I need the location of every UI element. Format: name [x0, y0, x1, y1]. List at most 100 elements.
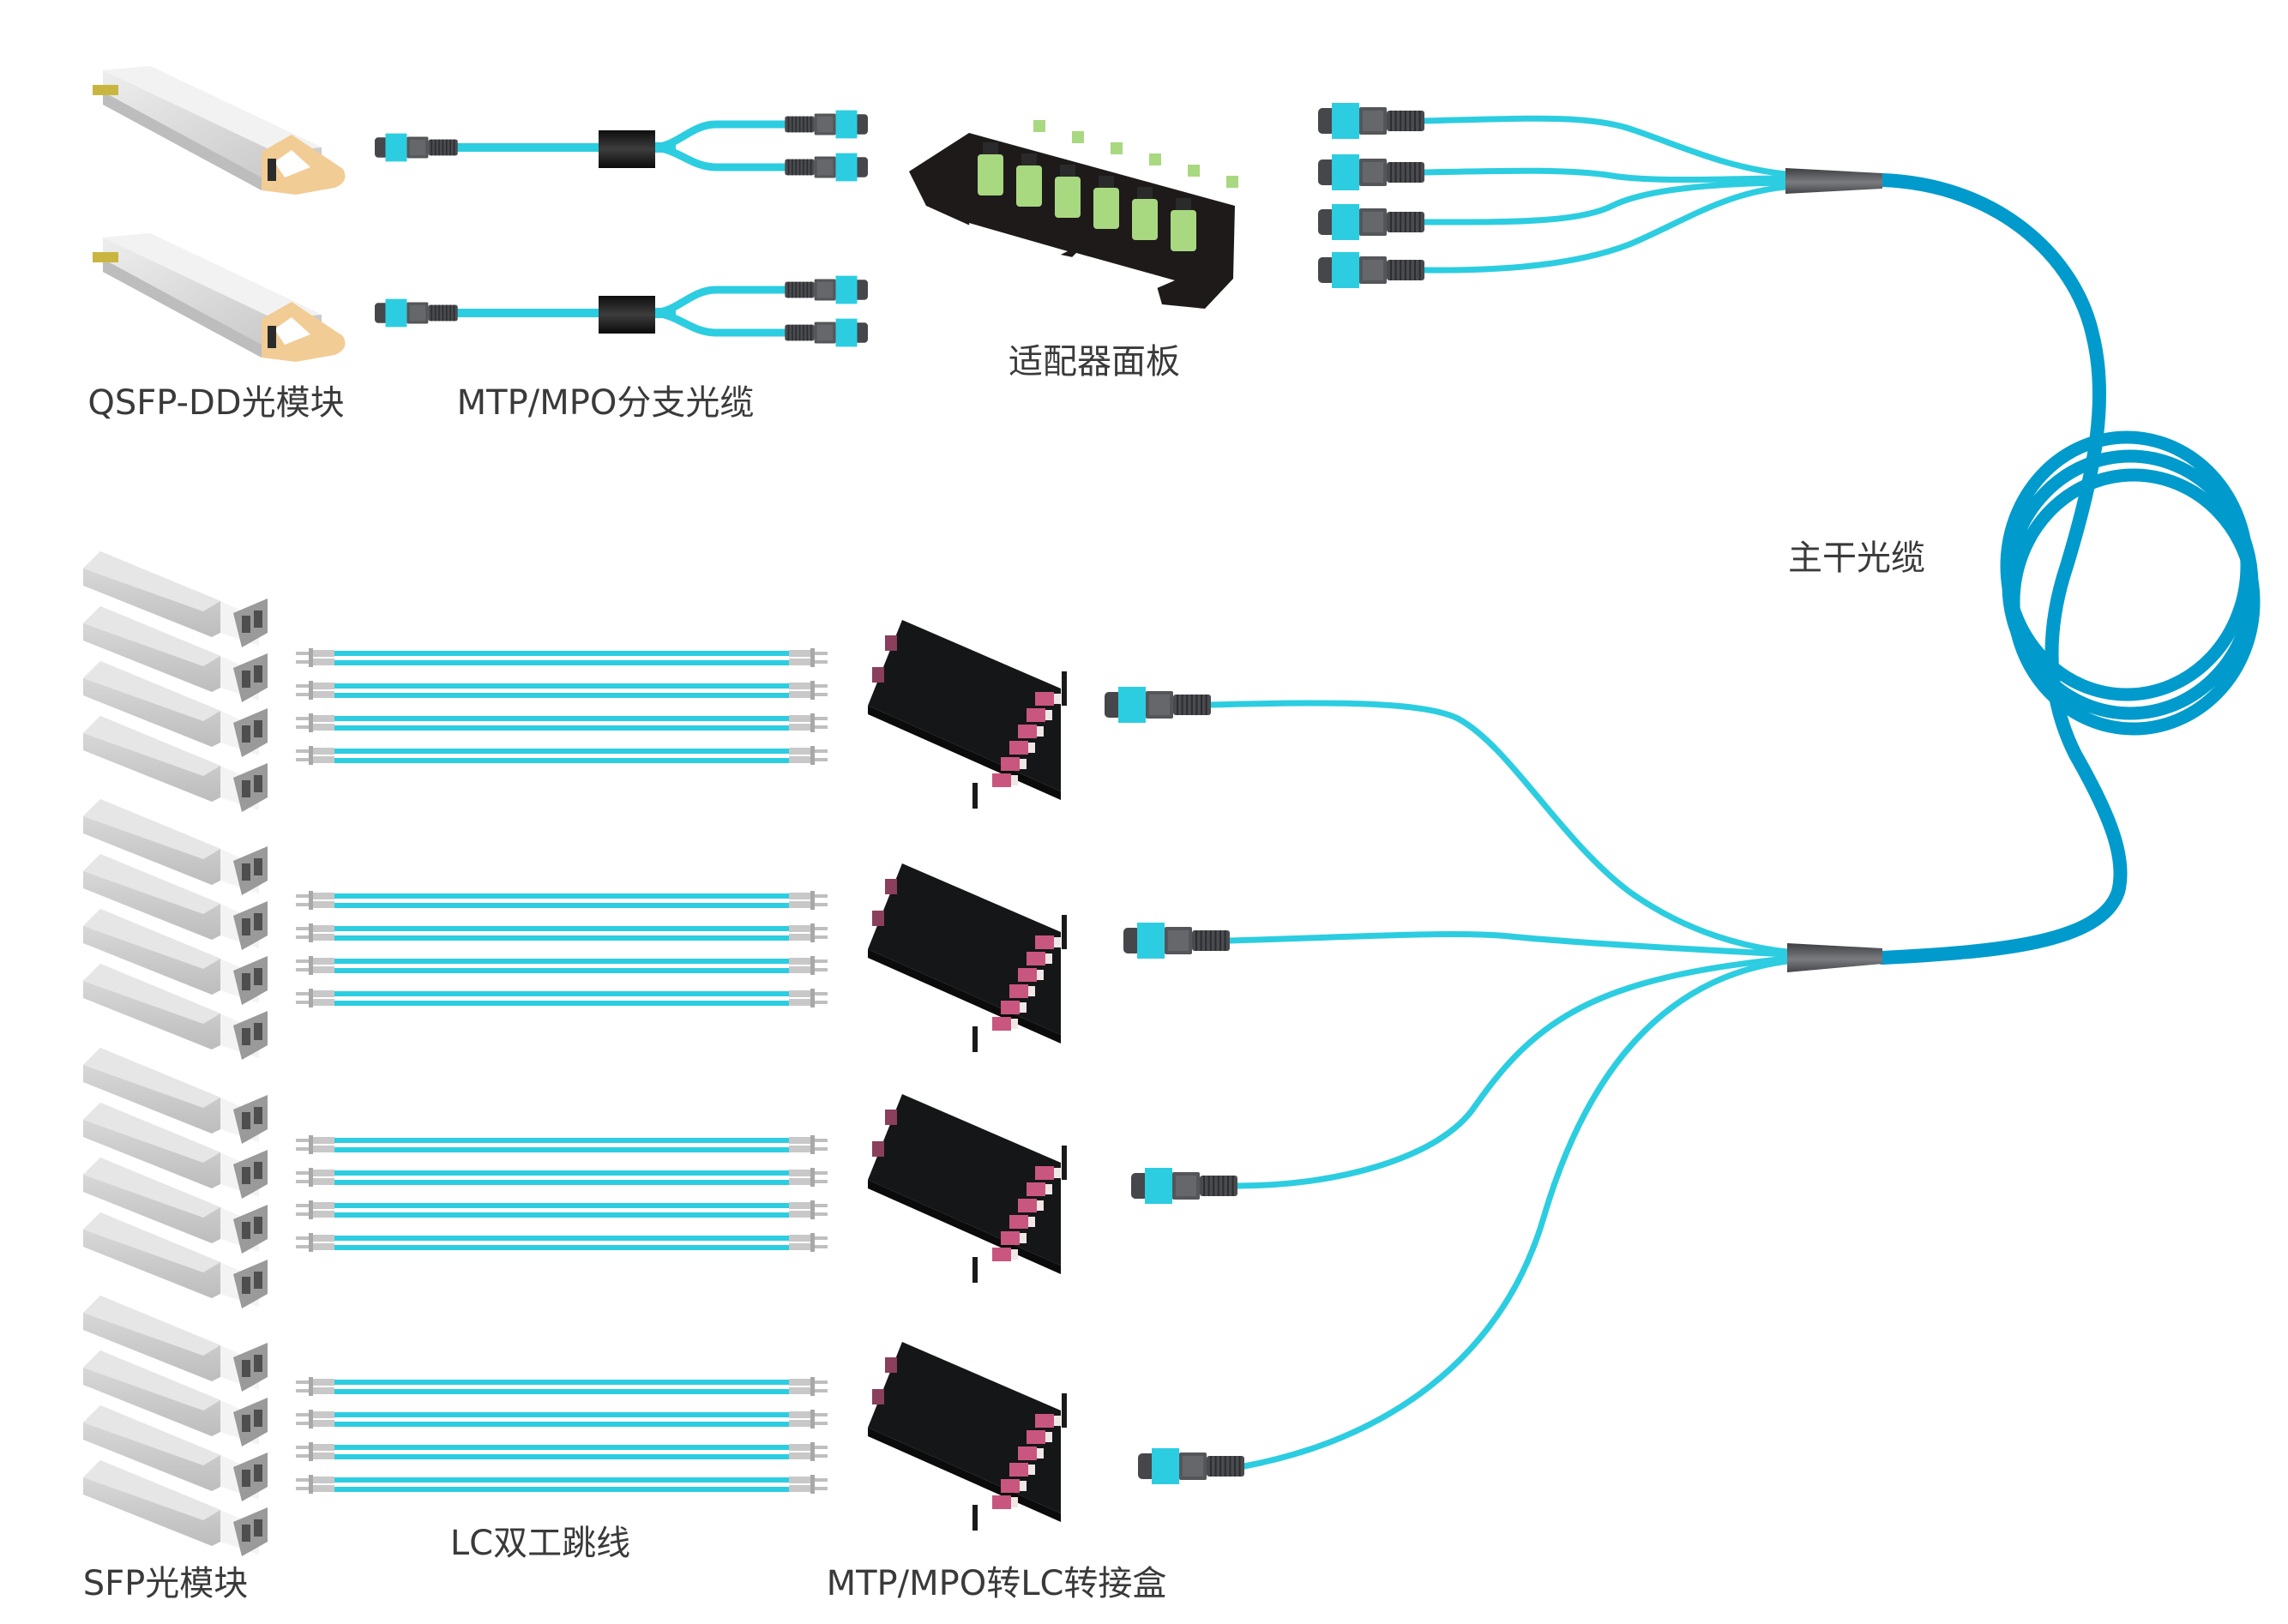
lc-duplex-connector-icon: [296, 713, 334, 732]
cassette-mtp-port-2: [872, 1389, 884, 1404]
sfp-transceiver-icon-g3-4: [83, 1212, 268, 1308]
cassette-mtp-port-1: [885, 635, 897, 651]
lc-fiber-b: [334, 1212, 789, 1218]
sfp-transceiver-icon-g3-2: [83, 1103, 268, 1199]
lower-mtp-connector-icon-4: [1138, 1448, 1244, 1484]
lc-fiber-b: [334, 1147, 789, 1152]
cassette-latch-top: [1062, 915, 1067, 949]
lc-duplex-jumper-icon-g2-4: [296, 989, 828, 1007]
lc-fiber-a: [334, 959, 789, 964]
mtp-plug-face: [1131, 1173, 1148, 1199]
lc-fiber-a: [334, 1445, 789, 1450]
lc-duplex-jumper-icon-g4-1: [296, 1377, 828, 1396]
lc-duplex-connector-icon: [789, 956, 828, 975]
cassette-lc-port-1: [1035, 1166, 1054, 1180]
adapter-4: [1093, 188, 1119, 229]
lc-duplex-jumper-icon-g4-2: [296, 1410, 828, 1429]
label-trunk-cable: 主干光缆: [1788, 538, 1925, 578]
mtp-lc-cassette-icon-2: [868, 863, 1067, 1052]
label-sfp-module: SFP光模块: [82, 1564, 249, 1603]
cassette-lc-port-6: [992, 1495, 1011, 1509]
qsfp-dd-transceiver-icon-2: [93, 233, 346, 362]
lower-mtp-connector-icon-3: [1131, 1168, 1237, 1204]
qsfp-edge-connector: [93, 252, 118, 262]
lc-fiber-a: [334, 683, 789, 689]
adapter-2: [1016, 165, 1042, 207]
lc-duplex-connector-icon: [296, 1168, 334, 1187]
lc-duplex-connector-icon: [789, 1442, 828, 1461]
lc-duplex-connector-icon: [296, 1135, 334, 1154]
mtp-plug-face: [854, 114, 868, 135]
cassette-latch-top: [1062, 671, 1067, 706]
cassette-mtp-port-2: [872, 667, 884, 683]
mtp-plug-face: [854, 280, 868, 300]
sfp-transceiver-icon-g2-4: [83, 964, 268, 1060]
mtp-plug-face: [1138, 1453, 1155, 1479]
lc-fiber-b: [334, 660, 789, 665]
lc-duplex-connector-icon: [296, 1410, 334, 1429]
mtp-plug-face: [1105, 692, 1122, 718]
mtp-lc-cassette-icon-1: [868, 620, 1067, 809]
mtp-aqua-collar: [835, 275, 858, 304]
lc-fiber-a: [334, 1203, 789, 1208]
cassette-lc-port-5: [1001, 1479, 1020, 1493]
mtp-aqua-collar: [385, 298, 407, 328]
cassette-lc-port-4: [1009, 984, 1028, 998]
lc-duplex-connector-icon: [789, 713, 828, 732]
sfp-transceiver-icon-g4-2: [83, 1350, 268, 1447]
cassette-lc-port-2: [1027, 1182, 1045, 1196]
breakout-sleeve: [599, 296, 655, 334]
lc-duplex-connector-icon: [296, 681, 334, 700]
cassette-lc-port-5: [1001, 757, 1020, 771]
breakout-output-mtp-icon-1b: [785, 153, 868, 182]
mtp-breakout-cable-icon-2: [453, 286, 789, 337]
cassette-lc-port-3: [1018, 725, 1037, 738]
label-lc-duplex-jumper: LC双工跳线: [449, 1524, 631, 1563]
lc-duplex-connector-icon: [296, 1200, 334, 1219]
mtp-plug-face: [1318, 209, 1335, 235]
lc-fiber-a: [334, 1380, 789, 1385]
lc-duplex-connector-icon: [789, 891, 828, 910]
mtp-plug-face: [1123, 928, 1141, 953]
lc-fiber-b: [334, 935, 789, 941]
trunk-cable-main: [1876, 173, 2128, 965]
lower-mtp-connector-icon-1: [1105, 687, 1211, 723]
lc-duplex-connector-icon: [296, 956, 334, 975]
upper-fanout-leg-4: [1420, 183, 1789, 274]
mtp-aqua-collar: [1152, 1448, 1179, 1484]
trunk-cable-coil-loop-2: [2002, 449, 2259, 720]
lc-duplex-jumper-icon-g3-2: [296, 1168, 828, 1187]
lc-fiber-a: [334, 991, 789, 996]
mtp-aqua-collar: [1118, 687, 1146, 723]
mtp-aqua-collar: [1332, 252, 1359, 288]
lc-duplex-connector-icon: [789, 648, 828, 667]
cassette-lc-port-6: [992, 1248, 1011, 1261]
cassette-mtp-port-2: [872, 1141, 884, 1157]
lc-fiber-a: [334, 1412, 789, 1417]
lc-duplex-jumper-icon-g3-4: [296, 1233, 828, 1252]
mtp-aqua-collar: [835, 318, 858, 347]
lc-fiber-b: [334, 903, 789, 908]
lc-duplex-connector-icon: [789, 1233, 828, 1252]
breakout-sleeve: [599, 130, 655, 168]
lc-fiber-b: [334, 1001, 789, 1006]
lc-fiber-a: [334, 651, 789, 656]
lc-fiber-a: [334, 926, 789, 931]
mtp-plug-face: [1318, 108, 1335, 134]
lc-duplex-jumper-icon-g2-1: [296, 891, 828, 910]
lc-duplex-connector-icon: [296, 746, 334, 765]
cassette-mtp-port-2: [872, 911, 884, 926]
lc-duplex-connector-icon: [296, 1377, 334, 1396]
cassette-mtp-port-1: [885, 1357, 897, 1373]
lc-duplex-connector-icon: [296, 648, 334, 667]
cassette-lc-port-3: [1018, 968, 1037, 982]
sfp-transceiver-icon-g4-1: [83, 1296, 268, 1392]
sfp-transceiver-icon-g2-3: [83, 909, 268, 1005]
mtp-plug-face: [1318, 159, 1335, 185]
upper-fanout-leg-2: [1420, 167, 1789, 183]
upper-mtp-connector-icon-3: [1318, 204, 1424, 240]
lc-duplex-jumper-icon-g2-3: [296, 956, 828, 975]
mtp-plug-face: [375, 137, 388, 158]
trunk-cable-coil-loop-3: [2007, 468, 2261, 736]
